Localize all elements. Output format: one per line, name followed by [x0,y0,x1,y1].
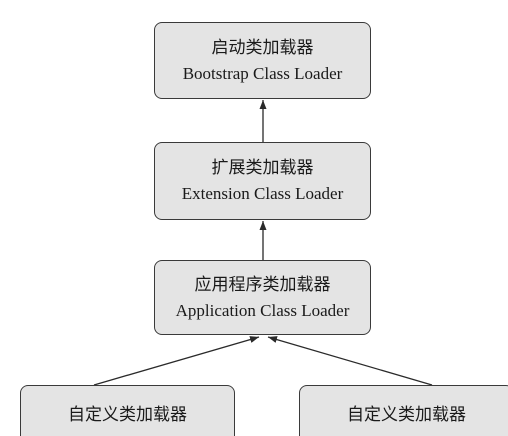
application-label-zh: 应用程序类加载器 [194,274,331,294]
bootstrap-label-zh: 启动类加载器 [211,37,314,57]
extension-label-en: Extension Class Loader [181,184,344,203]
bootstrap-label-en: Bootstrap Class Loader [182,63,343,83]
arrow-custom-1-to-application [93,336,260,386]
extension-class-loader-node: 扩展类加载器 Extension Class Loader [154,142,371,220]
custom-class-loader-node-right: 自定义类加载器 [299,385,508,436]
extension-label-zh: 扩展类加载器 [211,158,314,177]
custom-class-loader-node-left: 自定义类加载器 [20,385,235,436]
application-label-en: Application Class Loader [175,300,350,320]
arrow-custom-2-to-application [267,336,433,386]
custom-2-label-zh: 自定义类加载器 [347,405,466,424]
application-class-loader-node: 应用程序类加载器 Application Class Loader [154,260,371,335]
bootstrap-class-loader-node: 启动类加载器 Bootstrap Class Loader [154,22,371,99]
custom-1-label-zh: 自定义类加载器 [68,405,187,424]
